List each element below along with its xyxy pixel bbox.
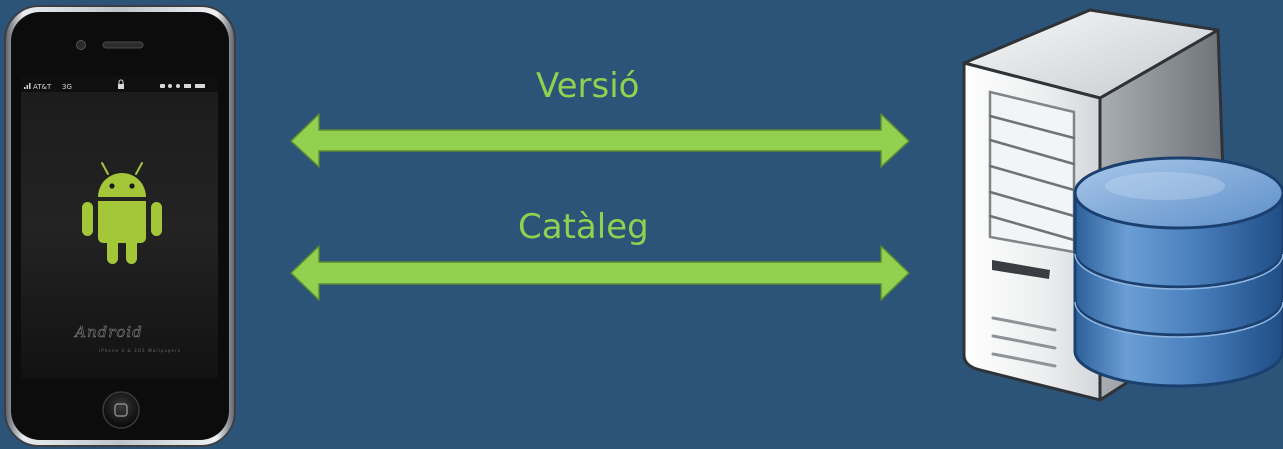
arrow-catalog	[290, 245, 910, 301]
phone-status-bar: AT&T 3G	[21, 76, 218, 92]
arrow-label-catalog: Catàleg	[518, 207, 649, 247]
lock-icon	[118, 79, 124, 89]
server-with-database-icon	[962, 8, 1283, 402]
arrow-version-shape	[290, 113, 910, 168]
arrow-label-version: Versió	[536, 66, 640, 106]
android-robot-icon	[82, 162, 162, 264]
arrow-version	[290, 113, 910, 168]
database-cylinder	[1073, 156, 1283, 388]
arrow-catalog-shape	[290, 245, 910, 301]
phone-earpiece	[102, 41, 144, 49]
server-vents	[991, 316, 1057, 368]
phone-device: AT&T 3G	[4, 5, 236, 447]
phone-front-camera	[76, 40, 86, 50]
server-drive-bays	[988, 90, 1076, 254]
phone-wallpaper-caption: iPhone 4 & 3GS Wallpapers	[99, 348, 181, 353]
phone-status-carrier: AT&T	[33, 83, 52, 91]
phone-home-button	[102, 391, 140, 429]
server-slot	[992, 260, 1050, 279]
status-indicators-icon	[160, 84, 205, 88]
phone-wallpaper-title: Android	[73, 323, 143, 341]
phone-status-network: 3G	[62, 83, 72, 91]
